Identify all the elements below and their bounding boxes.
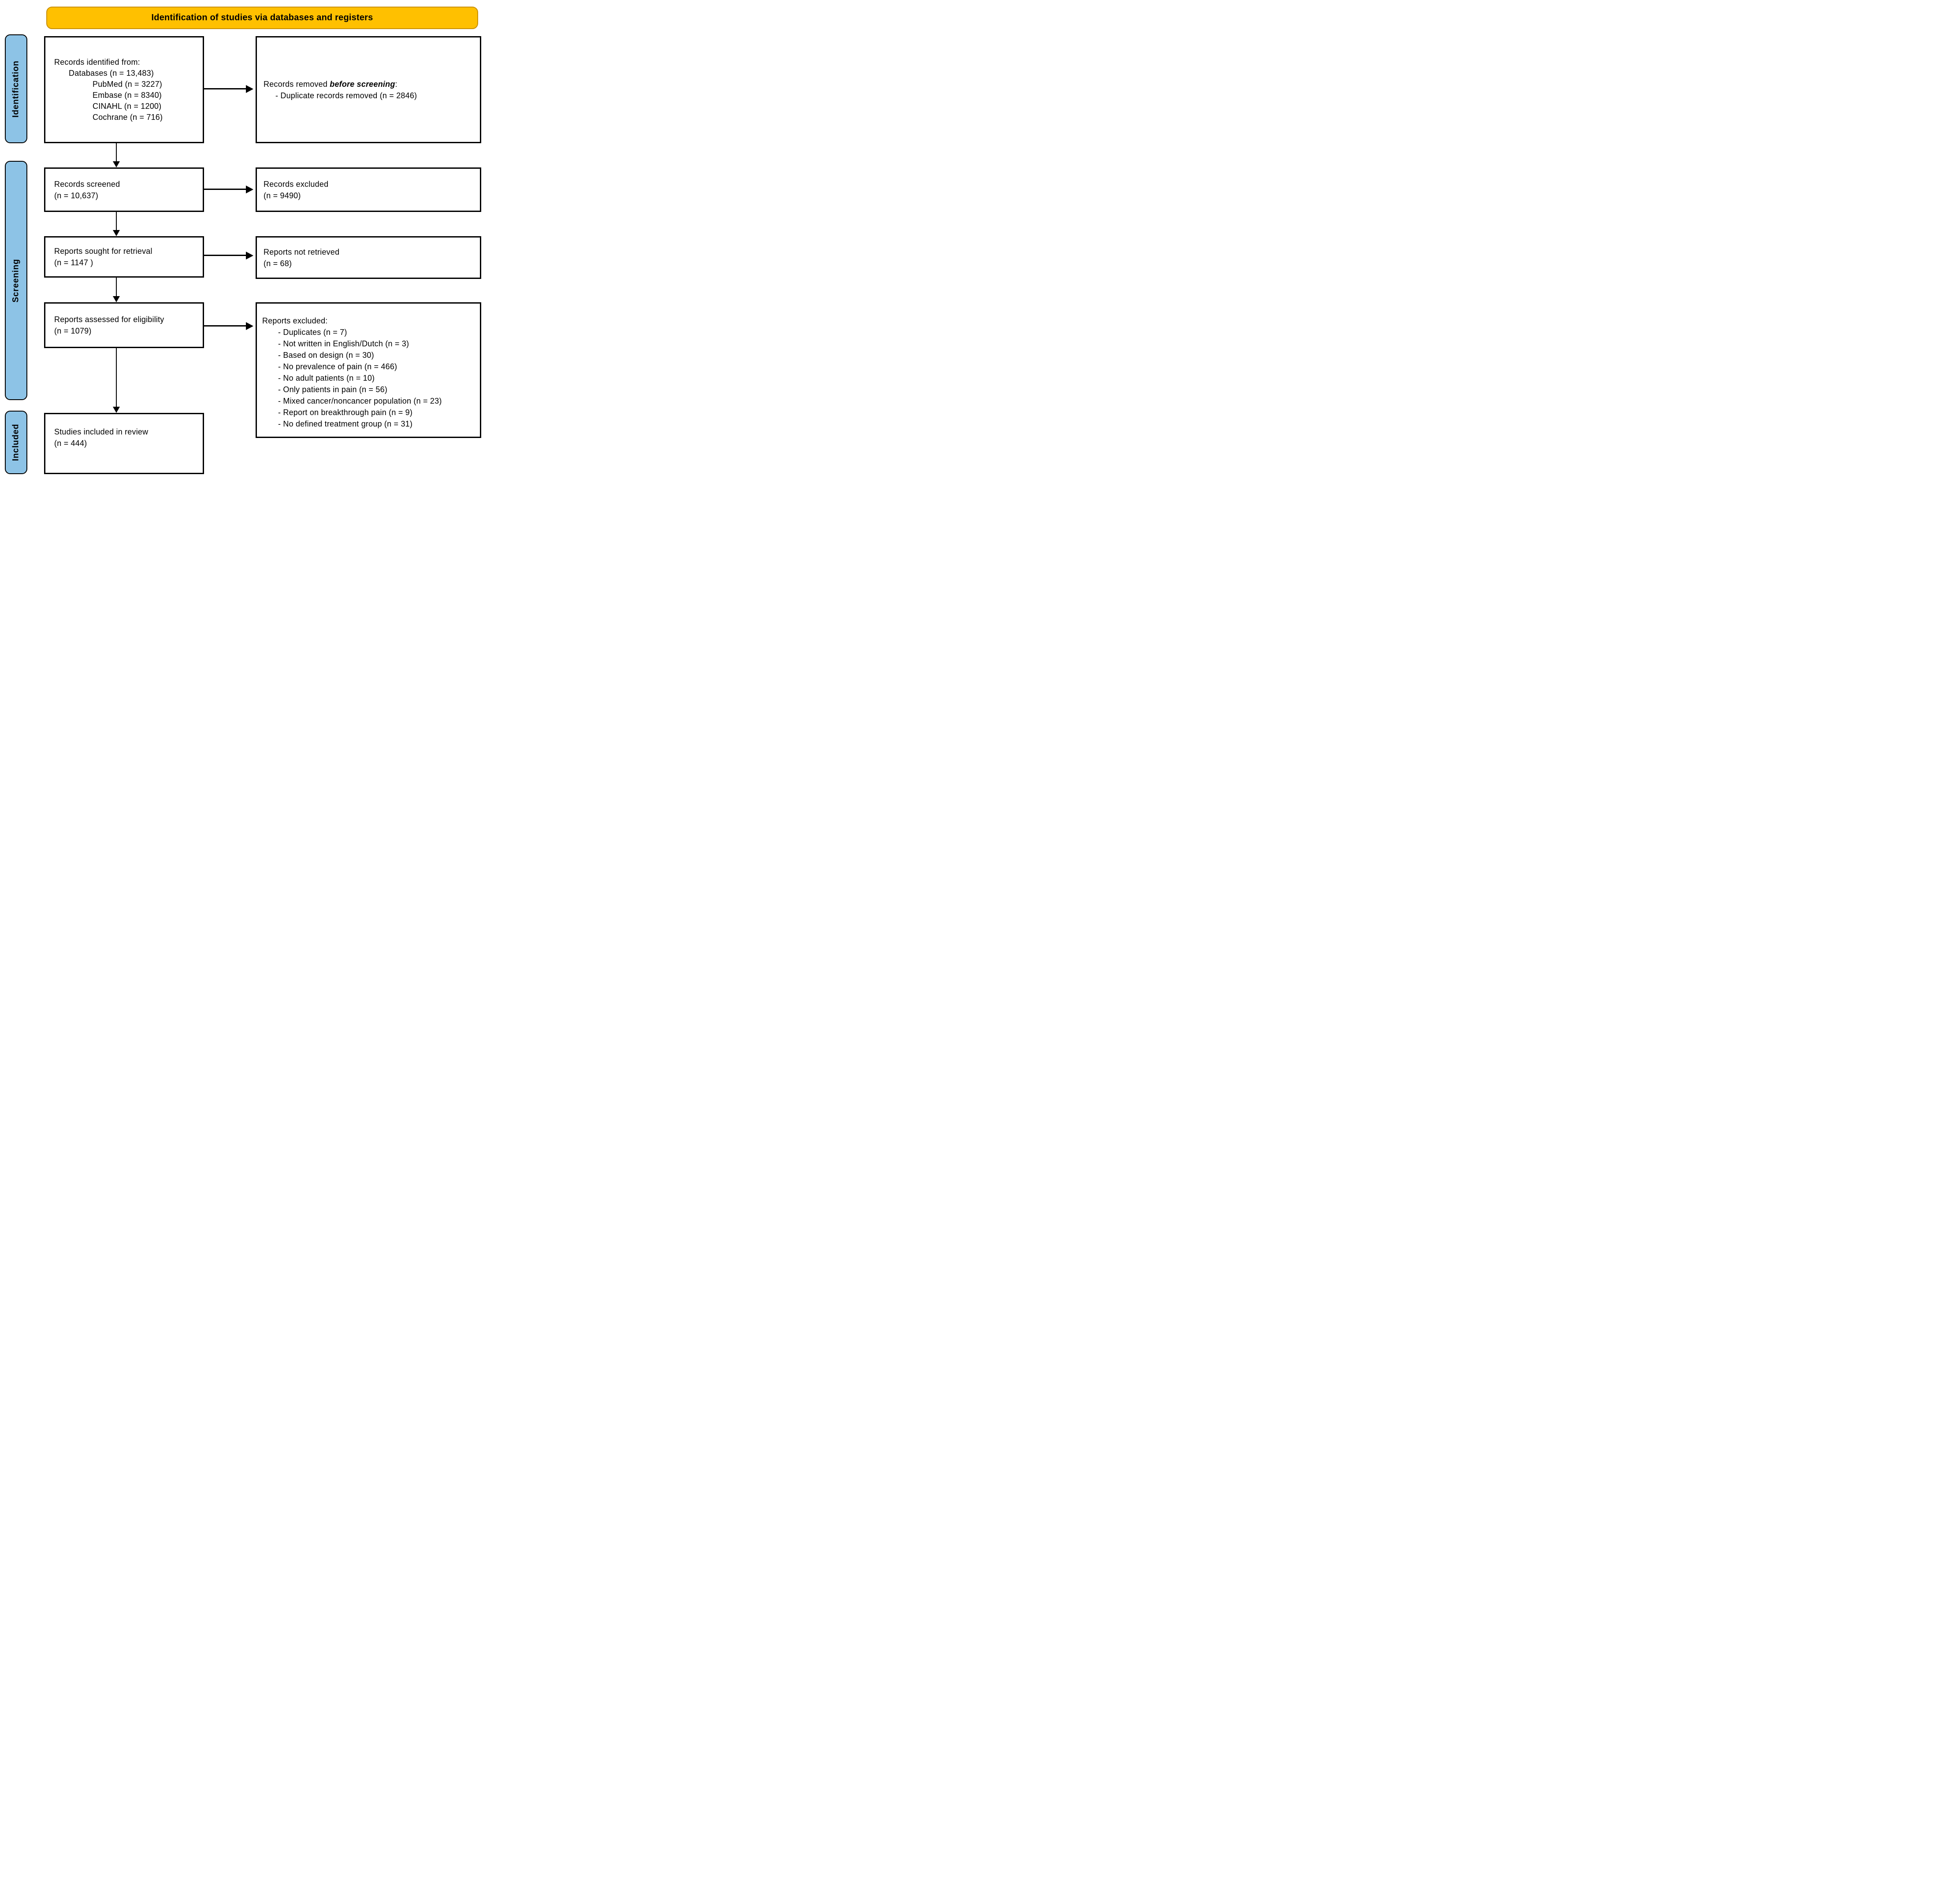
reports-excluded-title: Reports excluded: [262, 316, 328, 325]
arrow-down-icon [113, 407, 120, 413]
records-removed-title-suffix: : [395, 79, 397, 89]
reports-not-retrieved-title: Reports not retrieved [264, 247, 340, 256]
reports-excluded-item: - Report on breakthrough pain (n = 9) [278, 408, 413, 417]
stage-label-screening: Screening [11, 258, 21, 303]
reports-assessed-count: (n = 1079) [54, 327, 92, 335]
records-screened-title: Records screened [54, 179, 120, 189]
stage-tab-screening: Screening [5, 161, 27, 400]
reports-excluded-item: - Only patients in pain (n = 56) [278, 385, 388, 394]
records-excluded-count: (n = 9490) [264, 191, 301, 200]
box-records-identified: Records identified from: Databases (n = … [44, 36, 204, 143]
arrow-right-icon [246, 252, 253, 260]
records-identified-line: PubMed (n = 3227) [93, 79, 162, 89]
box-records-excluded: Records excluded (n = 9490) [256, 167, 481, 212]
arrow-assessed-to-included-line [116, 348, 117, 407]
box-records-screened: Records screened (n = 10,637) [44, 167, 204, 212]
arrow-assessed-to-reportsexcluded-line [204, 325, 246, 327]
box-studies-included: Studies included in review (n = 444) [44, 413, 204, 474]
reports-excluded-item: - Duplicates (n = 7) [278, 328, 347, 337]
arrow-screened-to-excluded-line [204, 189, 246, 190]
records-screened-count: (n = 10,637) [54, 191, 98, 200]
reports-excluded-item: - Based on design (n = 30) [278, 351, 374, 360]
arrow-right-icon [246, 322, 253, 330]
stage-label-included: Included [11, 423, 21, 461]
arrow-sought-to-assessed-line [116, 278, 117, 297]
header-title: Identification of studies via databases … [151, 13, 373, 22]
box-reports-assessed: Reports assessed for eligibility (n = 10… [44, 302, 204, 348]
stage-tab-identification: Identification [5, 34, 27, 143]
arrow-down-icon [113, 230, 120, 236]
arrow-right-icon [246, 186, 253, 193]
stage-tab-included: Included [5, 411, 27, 474]
records-identified-line: Cochrane (n = 716) [93, 112, 163, 122]
reports-assessed-title: Reports assessed for eligibility [54, 315, 164, 324]
reports-not-retrieved-count: (n = 68) [264, 259, 292, 268]
box-records-removed: Records removed before screening: - Dupl… [256, 36, 481, 143]
records-removed-title-prefix: Records removed [264, 79, 330, 89]
box-reports-sought: Reports sought for retrieval (n = 1147 ) [44, 236, 204, 278]
box-reports-not-retrieved: Reports not retrieved (n = 68) [256, 236, 481, 279]
reports-excluded-item: - No adult patients (n = 10) [278, 374, 375, 382]
arrow-down-icon [113, 161, 120, 167]
studies-included-count: (n = 444) [54, 438, 87, 448]
records-excluded-title: Records excluded [264, 179, 329, 189]
reports-sought-title: Reports sought for retrieval [54, 247, 152, 256]
records-identified-line: CINAHL (n = 1200) [93, 101, 162, 111]
records-removed-item: - Duplicate records removed (n = 2846) [275, 91, 417, 100]
reports-excluded-item: - No defined treatment group (n = 31) [278, 419, 413, 428]
reports-excluded-item: - No prevalence of pain (n = 466) [278, 362, 397, 371]
stage-label-identification: Identification [11, 60, 21, 118]
records-identified-line: Embase (n = 8340) [93, 90, 162, 100]
reports-excluded-item: - Not written in English/Dutch (n = 3) [278, 339, 409, 348]
records-identified-line: Databases (n = 13,483) [69, 68, 154, 78]
header-banner: Identification of studies via databases … [46, 7, 478, 29]
studies-included-title: Studies included in review [54, 427, 149, 436]
arrow-sought-to-notretrieved-line [204, 255, 246, 256]
arrow-screened-to-sought-line [116, 212, 117, 230]
prisma-flow-diagram: Identification of studies via databases … [0, 0, 484, 476]
arrow-down-icon [113, 296, 120, 302]
reports-sought-count: (n = 1147 ) [54, 258, 93, 267]
arrow-identified-to-screened-line [116, 143, 117, 162]
arrow-identified-to-removed-line [204, 88, 246, 89]
records-removed-title-emphasis: before screening [330, 79, 395, 89]
reports-excluded-item: - Mixed cancer/noncancer population (n =… [278, 397, 442, 405]
records-identified-line: Records identified from: [54, 57, 140, 67]
records-removed-title: Records removed before screening: [264, 78, 480, 90]
box-reports-excluded: Reports excluded: - Duplicates (n = 7) -… [256, 302, 481, 438]
arrow-right-icon [246, 85, 253, 93]
